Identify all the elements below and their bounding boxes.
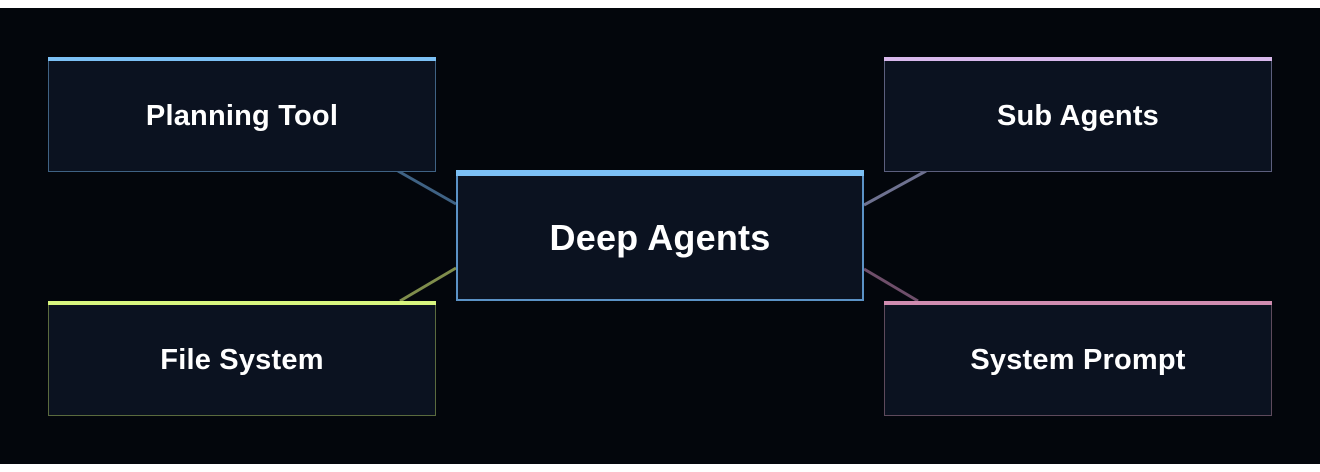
connector-planning [397, 169, 457, 206]
connector-lines [397, 169, 927, 303]
node-accent-bar [456, 170, 864, 176]
node-label: File System [160, 343, 324, 376]
node-sub-agents: Sub Agents [884, 57, 1272, 172]
node-planning-tool: Planning Tool [48, 57, 436, 172]
diagram-canvas: Planning Tool Sub Agents Deep Agents Fil… [0, 8, 1320, 464]
node-file-system: File System [48, 301, 436, 416]
node-accent-bar [884, 301, 1272, 305]
node-label: Planning Tool [145, 99, 339, 132]
center-node-label: Deep Agents [549, 216, 771, 258]
node-deep-agents: Deep Agents [456, 170, 864, 301]
connector-file-system [399, 266, 457, 303]
connector-sub-agents [863, 169, 927, 207]
connector-system-prompt [863, 267, 919, 303]
node-system-prompt: System Prompt [884, 301, 1272, 416]
node-accent-bar [48, 57, 436, 61]
node-label: System Prompt [970, 343, 1186, 376]
node-accent-bar [884, 57, 1272, 61]
node-label: Sub Agents [996, 99, 1160, 132]
node-accent-bar [48, 301, 436, 305]
